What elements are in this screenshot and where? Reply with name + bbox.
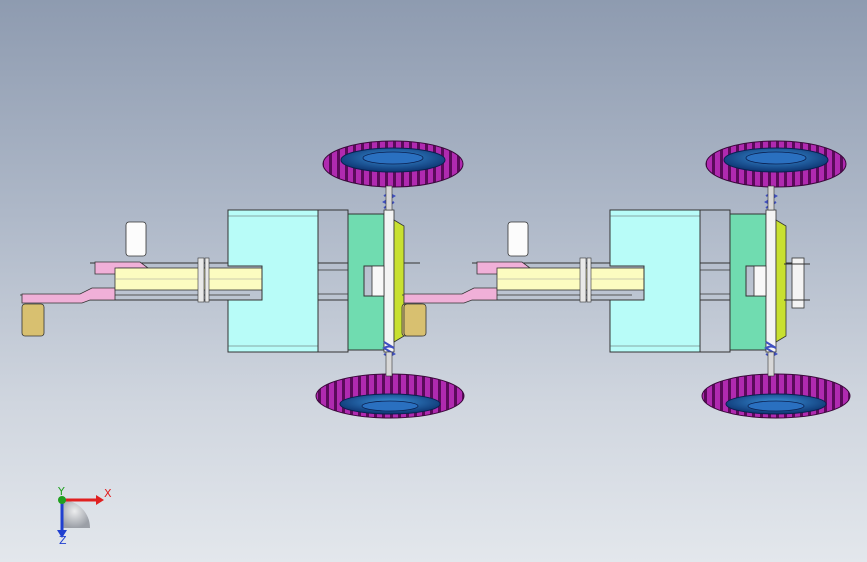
- z-axis-label: Z: [59, 534, 67, 547]
- y-axis-label: Y: [57, 485, 65, 498]
- vehicle-unit-right[interactable]: [401, 140, 851, 419]
- x-axis-label: X: [104, 487, 112, 500]
